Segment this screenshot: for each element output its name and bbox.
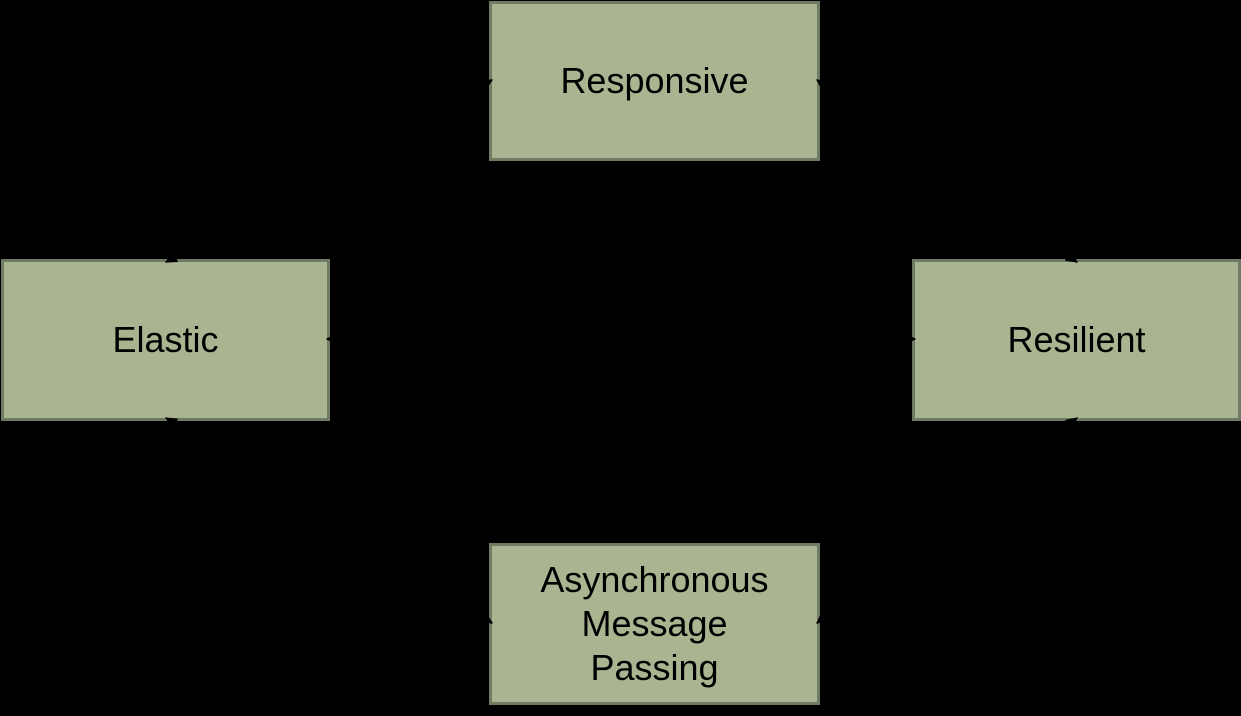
arrow-responsive-elastic [164,79,494,263]
node-resilient: Resilient [912,259,1241,421]
node-async-label-line-1: Asynchronous [540,559,769,600]
node-elastic-label: Elastic [112,319,219,360]
arrow-elastic-async [164,417,494,624]
node-responsive-label: Responsive [560,60,749,101]
node-async-label: Asynchronous Message Passing [540,558,768,690]
node-resilient-label: Resilient [1007,319,1146,360]
node-async-label-line-2: Message [581,603,728,644]
arrow-responsive-resilient [816,79,1078,263]
arrow-resilient-async [816,417,1078,624]
node-async-message-passing: Asynchronous Message Passing [489,543,820,705]
node-elastic: Elastic [1,259,330,421]
node-async-label-line-3: Passing [590,647,719,688]
node-responsive: Responsive [489,1,820,161]
